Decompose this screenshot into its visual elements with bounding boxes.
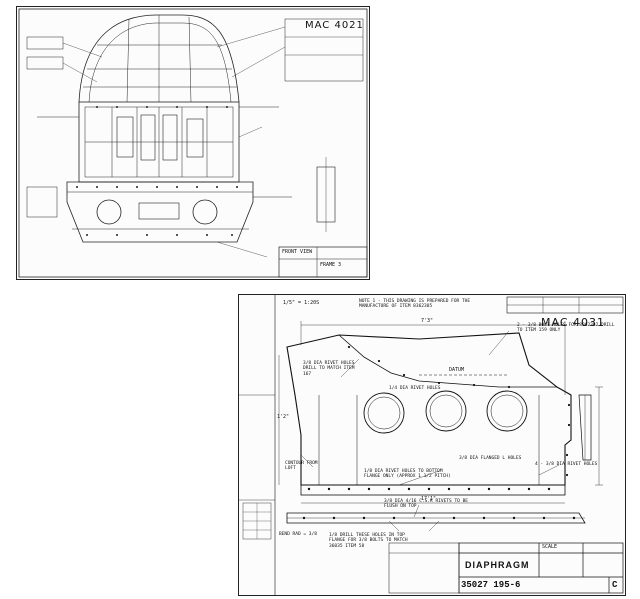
flange-note-2: 4 - 3/8 DIA RIVET HOLES — [535, 462, 598, 467]
drawing-title: DIAPHRAGM — [465, 560, 530, 570]
rivet-note-1: 3/8 DIA RIVET HOLES DRILL TO MATCH ITEM … — [303, 361, 355, 377]
bend-radius-note: BEND RAD = 3/8 — [279, 532, 317, 537]
sheet-1-handwritten-id: MAC 4021 — [305, 20, 364, 31]
frame-drawing — [18, 8, 368, 278]
drawing-sheet-frame: MAC 4021 FRONT VIEW FRAME 3 — [16, 6, 370, 280]
front-view-label: FRONT VIEW — [282, 249, 313, 255]
note-top: NOTE 1 - THIS DRAWING IS PREPARED FOR TH… — [359, 299, 471, 310]
drawing-number: 35027 195-6 — [461, 580, 521, 590]
rivet-note-2: 1/4 DIA RIVET HOLES — [389, 386, 441, 391]
bolt-note: 2 - 3/8 BOLT HOLES FOR 8002362 DRILL TO … — [517, 323, 615, 334]
sheet-1-title: FRAME 3 — [320, 262, 342, 268]
scale-label: SCALE — [542, 544, 558, 550]
sheet-2-handwritten-id: MAC 4031 — [541, 316, 605, 329]
datum-label: DATUM — [449, 367, 465, 373]
drawing-sheet-diaphragm: MAC 4031 NOTE 1 - THIS DRAWING IS PREPAR… — [238, 294, 626, 596]
dimension-bottom: 17'1" — [421, 496, 437, 502]
scale-note: 1/5" = 1:20S — [283, 300, 320, 306]
revision-letter: C — [612, 580, 618, 590]
flange-note-1: 3/8 DIA FLANGED L HOLES — [459, 456, 522, 461]
dimension-top: 7'3" — [421, 318, 434, 324]
diaphragm-drawing — [239, 295, 624, 595]
dimension-left: 1'2" — [277, 414, 290, 420]
contour-note: CONTOUR FROM LOFT — [285, 461, 318, 472]
rivet-note-3: 1/8 DIA RIVET HOLES TO BOTTOM FLANGE ONL… — [364, 469, 451, 480]
drill-note: 1/8 DRILL THESE HOLES IN TOP FLANGE FOR … — [329, 533, 408, 549]
flush-rivet-note: 3/8 DIA 4/16 C.S.K RIVETS TO BE FLUSH ON… — [384, 499, 468, 510]
